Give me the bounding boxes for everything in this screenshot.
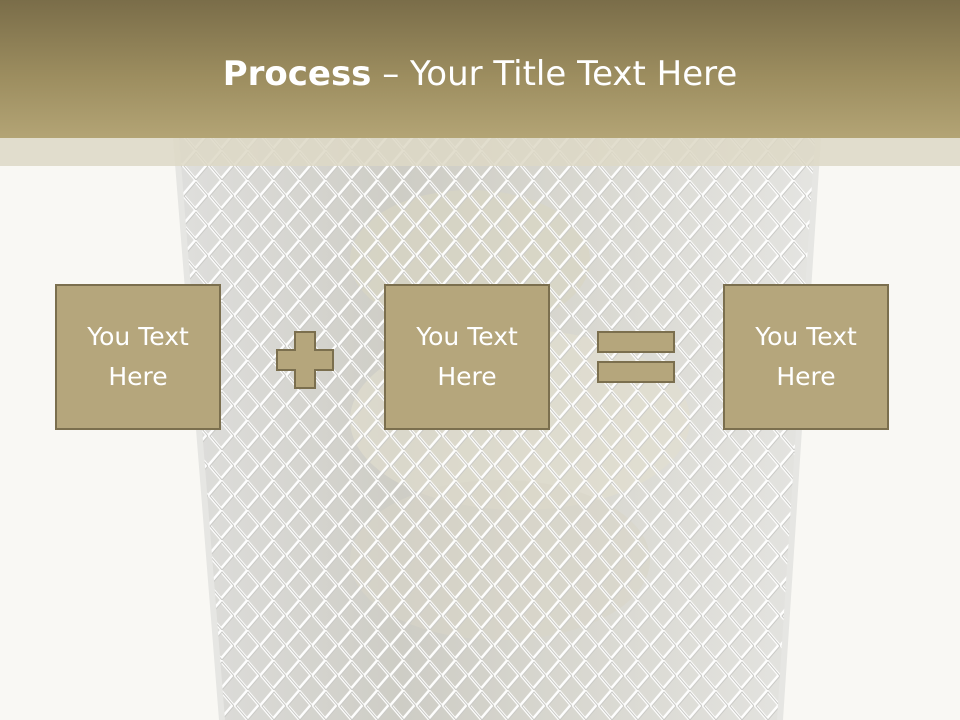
process-box-1-line1: You Text — [87, 322, 189, 351]
title-bold-text: Process — [222, 54, 372, 94]
plus-icon — [276, 331, 334, 389]
title-bar — [0, 0, 960, 138]
process-box-2-line1: You Text — [416, 322, 518, 351]
process-box-1-line2: Here — [108, 362, 168, 391]
process-box-3-line1: You Text — [755, 322, 857, 351]
process-box-2-line2: Here — [437, 362, 497, 391]
slide-title: Process – Your Title Text Here — [0, 52, 960, 96]
title-rest-text: – Your Title Text Here — [371, 54, 738, 94]
equals-icon — [597, 331, 675, 383]
process-box-3-line2: Here — [776, 362, 836, 391]
title-underline-strip — [0, 138, 960, 166]
